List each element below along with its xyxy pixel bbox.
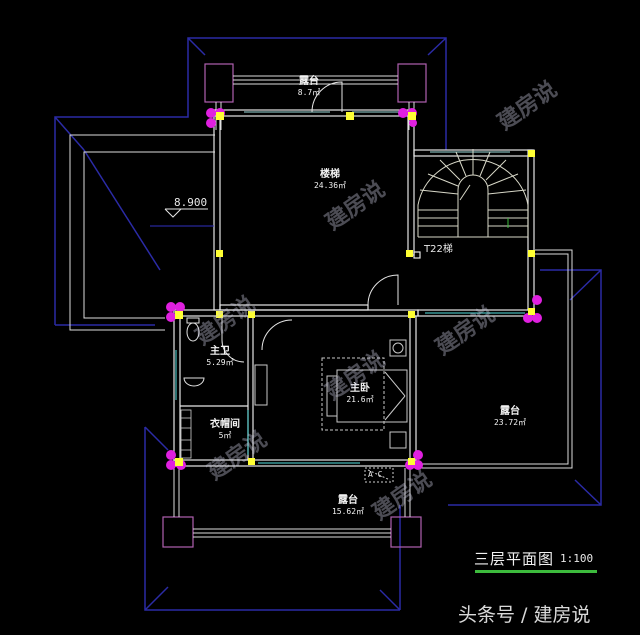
room-area: 21.6㎡ (346, 395, 374, 404)
room-area: 5.29㎡ (206, 358, 234, 367)
room-label-master-bath: 主卫 5.29㎡ (195, 347, 245, 367)
closet-shelves (180, 409, 192, 459)
room-label-terrace-east: 露台 23.72㎡ (480, 407, 540, 427)
windows (175, 111, 525, 464)
room-label-landing: 楼梯 24.36㎡ (295, 170, 365, 190)
elevation-label: 8.900 (174, 196, 208, 209)
room-area: 24.36㎡ (313, 181, 347, 190)
room-label-terrace-south: 露台 15.62㎡ (318, 496, 378, 516)
south-terrace-structure (162, 468, 422, 548)
room-name: 露台 (299, 76, 319, 87)
roof-outline (54, 37, 602, 611)
column-nodes (166, 108, 542, 470)
room-label-walkin-closet: 衣帽间 5㎡ (200, 420, 250, 440)
bath-fixtures (183, 317, 245, 387)
room-name: 露台 (500, 406, 520, 417)
east-terrace-parapet (420, 249, 573, 469)
west-roof (69, 134, 215, 331)
doors (261, 81, 399, 351)
room-label-terrace-north: 露台 8.7㎡ (279, 77, 339, 97)
room-area: 8.7㎡ (297, 88, 321, 97)
room-area: 15.62㎡ (331, 507, 365, 516)
elevation-marker (150, 208, 214, 227)
source-credit: 头条号 / 建房说 (458, 604, 591, 626)
room-name: 主卧 (350, 383, 370, 394)
ac-unit (364, 467, 394, 483)
ac-unit-label: A C (368, 470, 383, 479)
room-area: 23.72㎡ (493, 418, 527, 427)
title-underline (475, 570, 597, 573)
room-name: 楼梯 (320, 169, 340, 180)
spiral-stair (417, 149, 529, 238)
bed-furniture (254, 339, 408, 449)
drawing-title: 三层平面图 (474, 550, 555, 568)
room-name: 主卫 (210, 346, 230, 357)
room-area: 5㎡ (218, 431, 232, 440)
columns (175, 112, 535, 466)
room-name: 衣帽间 (210, 419, 240, 430)
stair-label: T22梯 (424, 244, 453, 255)
room-label-master-bedroom: 主卧 21.6㎡ (335, 384, 385, 404)
drawing-scale: 1:100 (560, 552, 594, 565)
room-name: 露台 (338, 495, 358, 506)
